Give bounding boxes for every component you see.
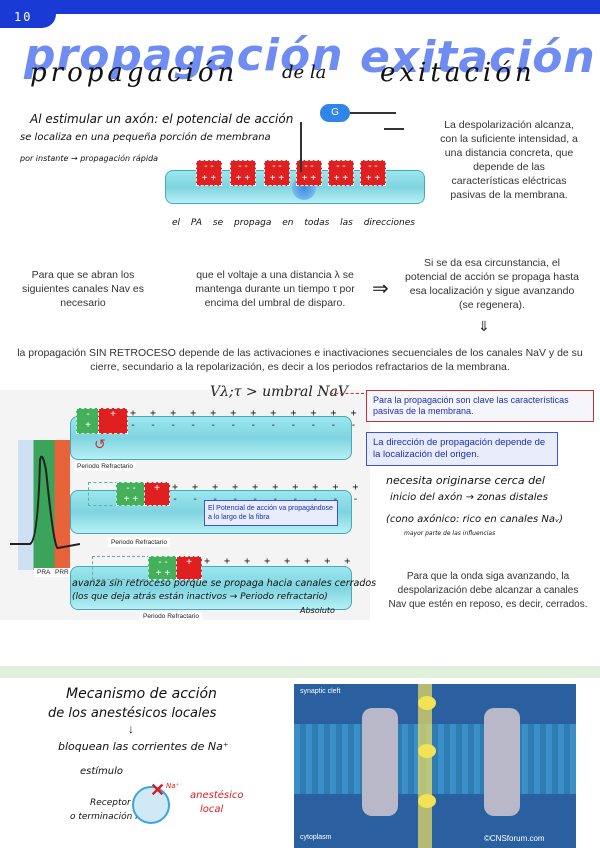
depol-box: - -+ + — [196, 160, 222, 186]
note-top-3: por instante → propagación rápida — [20, 154, 158, 163]
flow-right: Si se da esa circunstancia, el potencial… — [404, 256, 580, 312]
green-segment: -+ — [76, 408, 100, 434]
flow-middle: que el voltaje a una distancia λ se mant… — [182, 268, 368, 310]
title-word-3: exitación — [380, 58, 536, 88]
credit-label: ©CNSforum.com — [484, 834, 545, 843]
molecule-icon — [418, 794, 436, 808]
block-x-icon: ✕ — [150, 780, 165, 801]
mecanismo-na: Na⁺ — [166, 782, 179, 790]
charge-signs: - - - - - - - - - - - - — [130, 420, 360, 431]
down-arrow-icon: ↓ — [128, 722, 134, 736]
note-bottom-1: avanza sin retroceso porque se propaga h… — [72, 578, 376, 589]
synaptic-label: synaptic cleft — [300, 688, 340, 695]
ground-line — [350, 112, 396, 114]
depol-box: - -+ + — [360, 160, 386, 186]
mecanismo-anestesico-2: local — [200, 804, 223, 815]
green-segment: - -+ + — [116, 482, 146, 506]
axis-label-pra: PRA — [34, 568, 53, 577]
note-mid-3: (cono axónico: rico en canales Naᵥ) — [386, 514, 563, 525]
past-segment — [92, 556, 150, 580]
note-bottom-2: (los que deja atrás están inactivos → Pe… — [72, 592, 328, 602]
flow-left: Para que se abran los siguientes canales… — [18, 268, 148, 310]
flow-arrow-icon: ⇒ — [372, 276, 389, 301]
note-top-2: se localiza en una pequeña porción de me… — [20, 132, 271, 143]
red-segment: + — [176, 556, 202, 580]
note-mid-4: mayor parte de las influencias — [404, 530, 495, 537]
note-box-passive: Para la propagación son clave las caract… — [366, 390, 594, 422]
title-word-1: propagación — [30, 58, 238, 88]
red-segment: + — [98, 408, 128, 434]
note-box-direction: La dirección de propagación depende de l… — [366, 432, 558, 466]
formula-dotted-line — [330, 393, 364, 394]
loop-arrow-icon: ↺ — [94, 436, 106, 453]
top-bar — [0, 0, 600, 14]
charge-signs: + + + + + + + + + + + + — [130, 408, 360, 419]
depol-box: - -+ + — [264, 160, 290, 186]
charge-signs: + + + + + + + + + + — [172, 482, 362, 493]
retroceso-text: la propagación SIN RETROCESO depende de … — [14, 346, 586, 374]
periodo-label-1: Periodo Refractario — [74, 462, 136, 471]
molecule-icon — [418, 744, 436, 758]
page-number: 10 — [0, 6, 56, 28]
note-top-4: el PA se propaga en todas las direccione… — [172, 218, 415, 228]
periodo-label-3: Periodo Refractario — [140, 612, 202, 621]
mecanismo-estimulo: estímulo — [80, 766, 123, 777]
down-arrow-icon: ⇓ — [478, 318, 490, 335]
note-mid-1: necesita originarse cerca del — [386, 474, 545, 487]
galvanometer-icon: G — [320, 104, 350, 122]
note-bottom-3: Absoluto — [300, 606, 335, 615]
past-segment — [88, 482, 118, 506]
green-segment: - -+ + — [148, 556, 178, 580]
section-divider — [0, 666, 600, 678]
text-right-top: La despolarización alcanza, con la sufic… — [438, 118, 580, 202]
charge-signs: + + + + + + + + — [204, 556, 354, 567]
propagation-tooltip: El Potencial de acción va propagándose a… — [204, 500, 338, 526]
electrode-line — [300, 122, 302, 172]
depol-box: - -+ + — [230, 160, 256, 186]
molecule-icon — [418, 696, 436, 710]
ground-icon — [384, 128, 404, 140]
mecanismo-anestesico-1: anestésico — [190, 790, 244, 801]
membrane-figure: synaptic cleft cytoplasm ©CNSforum.com — [294, 684, 576, 848]
note-top-1: Al estimular un axón: el potencial de ac… — [30, 112, 293, 126]
mecanismo-line-1: bloquean las corrientes de Na⁺ — [58, 740, 229, 753]
axis-label-prr: PRR — [52, 568, 72, 577]
mecanismo-title-2: de los anestésicos locales — [48, 706, 216, 721]
text-bottom-right: Para que la onda siga avanzando, la desp… — [388, 570, 588, 612]
channel-protein — [484, 708, 520, 816]
depol-box: - -+ + — [328, 160, 354, 186]
mecanismo-receptor: Receptor — [90, 798, 131, 808]
lipid-bilayer — [294, 724, 576, 794]
note-mid-2: inicio del axón → zonas distales — [390, 492, 548, 503]
channel-protein — [362, 708, 398, 816]
periodo-label-2: Periodo Refractario — [108, 538, 170, 547]
cytoplasm-label: cytoplasm — [300, 834, 332, 841]
title-word-2: de la — [282, 62, 326, 83]
formula-label: Vλ;τ > umbral NaV — [210, 384, 348, 400]
red-segment: + — [144, 482, 170, 506]
mecanismo-title-1: Mecanismo de acción — [66, 686, 217, 702]
